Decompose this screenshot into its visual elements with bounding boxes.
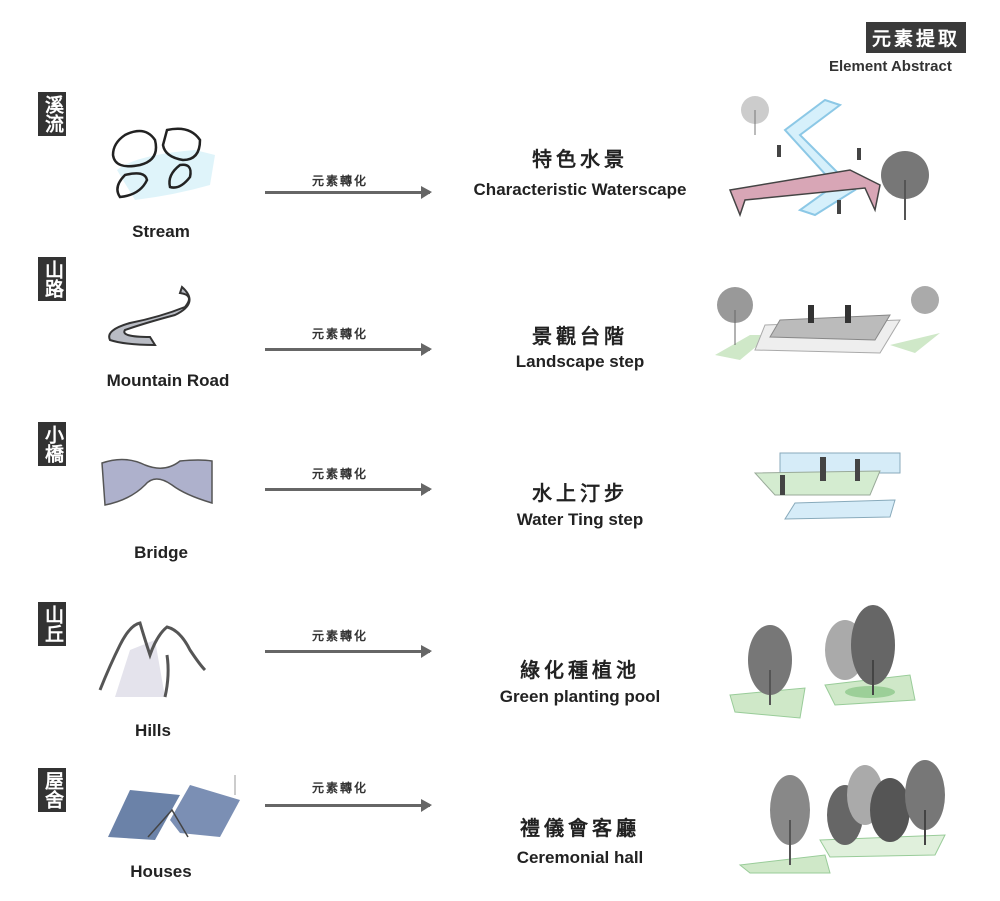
element-label: Mountain Road <box>106 371 230 390</box>
arrow-label: 元素轉化 <box>311 629 368 643</box>
hills-icon <box>98 621 207 698</box>
header-title-cn: 元素提取 <box>866 22 967 53</box>
result-title-en: Characteristic Waterscape <box>473 180 687 199</box>
element-label: Houses <box>130 862 192 881</box>
result-title-cn: 綠化種植池 <box>520 658 640 682</box>
arrow-label: 元素轉化 <box>311 467 368 481</box>
result-title-cn: 特色水景 <box>532 147 628 171</box>
houses-icon <box>108 775 240 840</box>
water-ting-step-illustration <box>753 452 901 520</box>
row-tag-hills: 山丘 <box>38 602 66 646</box>
ceremonial-hall-illustration <box>738 760 946 874</box>
waterscape-illustration <box>728 96 929 220</box>
element-label: Bridge <box>134 543 188 562</box>
transform-arrow <box>265 799 432 812</box>
element-label: Hills <box>135 721 171 740</box>
arrow-label: 元素轉化 <box>311 781 368 795</box>
planting-pool-illustration <box>729 605 916 719</box>
result-title-en: Water Ting step <box>516 510 644 529</box>
arrow-label: 元素轉化 <box>311 174 368 188</box>
landscape-step-illustration <box>715 286 940 360</box>
result-title-en: Ceremonial hall <box>516 848 644 867</box>
stream-icon <box>111 127 215 200</box>
element-label: Stream <box>132 222 190 241</box>
transform-arrow <box>265 483 432 496</box>
row-tag-stream: 溪流 <box>38 92 66 136</box>
bridge-icon <box>101 458 213 506</box>
result-title-cn: 景觀台階 <box>532 324 628 348</box>
arrow-label: 元素轉化 <box>311 327 368 341</box>
row-tag-bridge: 小橋 <box>38 422 66 466</box>
transform-arrow <box>265 186 432 199</box>
result-title-en: Green planting pool <box>499 687 661 706</box>
mountain-road-icon <box>108 285 191 347</box>
result-title-cn: 禮儀會客廳 <box>520 816 640 840</box>
row-tag-houses: 屋舍 <box>38 768 66 812</box>
result-title-cn: 水上汀步 <box>532 481 628 505</box>
transform-arrow <box>265 645 432 658</box>
transform-arrow <box>265 343 432 356</box>
result-title-en: Landscape step <box>515 352 645 371</box>
header-title-en: Element Abstract <box>829 58 952 75</box>
row-tag-mountain-road: 山路 <box>38 257 66 301</box>
